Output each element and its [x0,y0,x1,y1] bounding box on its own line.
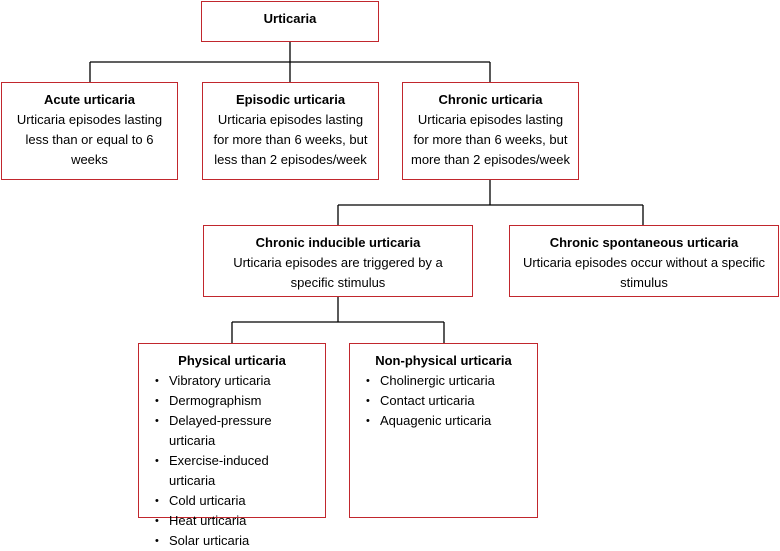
list-item: Dermographism [155,391,317,411]
list-item: Vibratory urticaria [155,371,317,391]
list-item: Heat urticaria [155,511,317,531]
spontaneous-title: Chronic spontaneous urticaria [549,235,739,250]
episodic-desc: Urticaria episodes lasting for more than… [213,112,368,167]
physical-urticaria-box: Physical urticaria Vibratory urticaria D… [138,343,326,551]
list-item: Exercise-induced urticaria [155,451,317,491]
physical-list: Vibratory urticaria Dermographism Delaye… [147,371,317,551]
connector-chronic-to-level2 [337,180,644,225]
episodic-urticaria-box: Episodic urticaria Urticaria episodes la… [202,82,379,180]
connector-root-to-level1 [89,42,491,82]
acute-title: Acute urticaria [43,92,136,107]
list-item: Delayed-pressure urticaria [155,411,317,451]
list-item: Contact urticaria [366,391,529,411]
list-item: Cold urticaria [155,491,317,511]
list-item: Aquagenic urticaria [366,411,529,431]
nonphysical-list: Cholinergic urticaria Contact urticaria … [358,371,529,431]
acute-urticaria-box: Acute urticaria Urticaria episodes lasti… [1,82,178,180]
chronic-inducible-box: Chronic inducible urticaria Urticaria ep… [203,225,473,297]
list-item: Solar urticaria [155,531,317,551]
chronic-urticaria-box: Chronic urticaria Urticaria episodes las… [402,82,579,180]
episodic-title: Episodic urticaria [235,92,346,107]
chronic-desc: Urticaria episodes lasting for more than… [411,112,570,167]
non-physical-urticaria-box: Non-physical urticaria Cholinergic urtic… [349,343,538,518]
physical-title: Physical urticaria [178,353,286,368]
root-title: Urticaria [263,11,317,26]
inducible-title: Chronic inducible urticaria [255,235,421,250]
chronic-title: Chronic urticaria [438,92,543,107]
spontaneous-desc: Urticaria episodes occur without a speci… [522,255,766,290]
inducible-desc: Urticaria episodes are triggered by a sp… [233,255,443,290]
connector-lines [89,42,644,343]
connector-inducible-to-level3 [231,297,445,343]
root-box-urticaria: Urticaria [201,1,379,42]
list-item: Cholinergic urticaria [366,371,529,391]
nonphysical-title: Non-physical urticaria [375,353,512,368]
acute-desc: Urticaria episodes lasting less than or … [16,112,163,167]
chronic-spontaneous-box: Chronic spontaneous urticaria Urticaria … [509,225,779,297]
